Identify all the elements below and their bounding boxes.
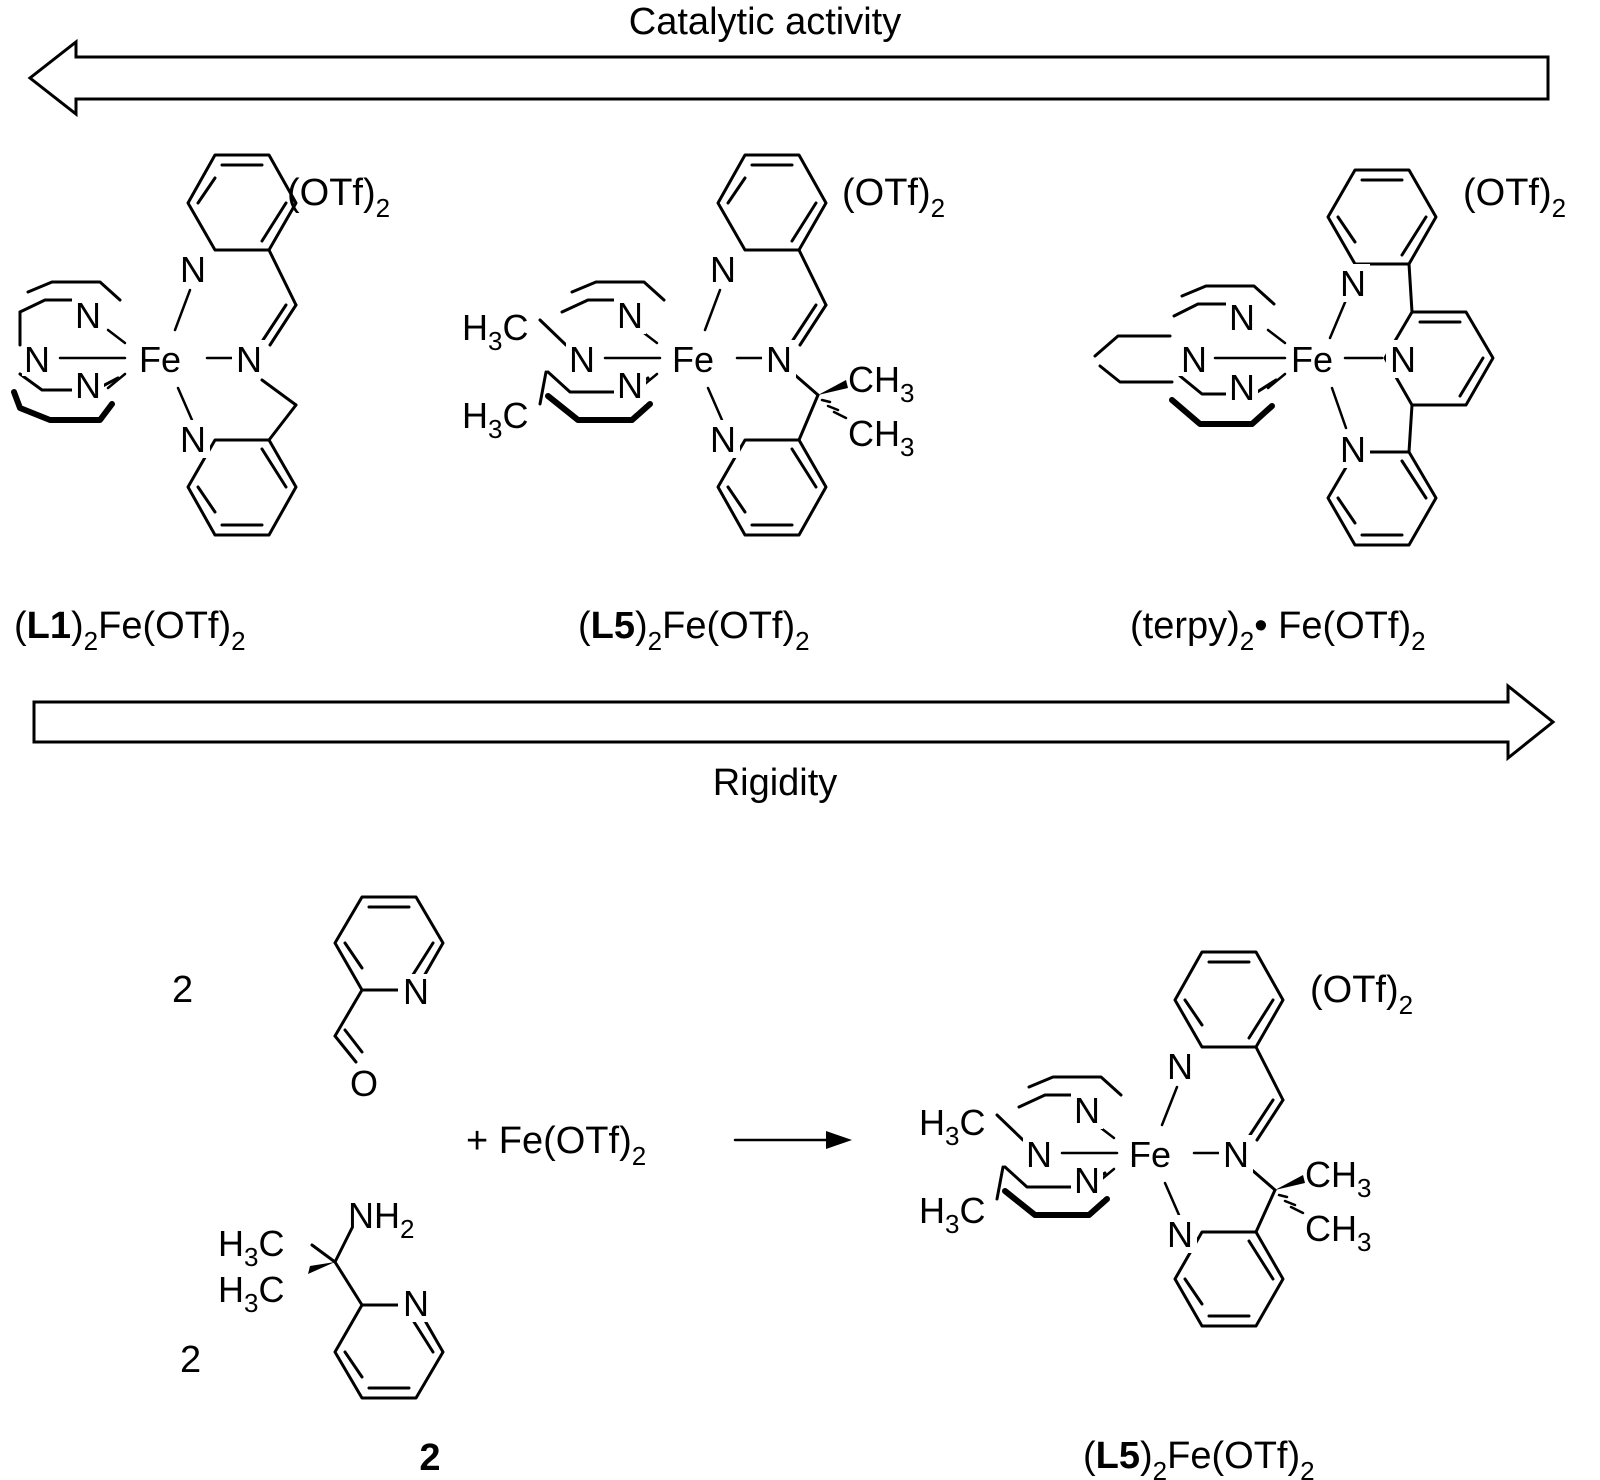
methyl-group-label: H3C — [218, 1269, 284, 1318]
compound-2-label: 2 — [419, 1437, 440, 1479]
reagent-fe-otf2: + Fe(OTf)2 — [466, 1120, 646, 1171]
methyl-group-label: CH3 — [1305, 1154, 1371, 1203]
rigidity-label: Rigidity — [713, 762, 838, 804]
atom-n: N — [403, 971, 429, 1012]
counter-ion-otf2: (OTf)2 — [287, 172, 390, 223]
complex-l5-structure: N N N Fe N N N H3C H3C CH3 CH3 (OTf)2 — [462, 153, 945, 537]
atom-n: N — [1074, 1090, 1100, 1131]
atom-n: N — [1229, 297, 1255, 338]
complex-l5-label: (L5)2Fe(OTf)2 — [578, 605, 810, 656]
catalytic-activity-arrow — [27, 38, 1550, 118]
atom-n: N — [403, 1283, 429, 1324]
atom-fe: Fe — [1291, 339, 1333, 380]
complex-l1-label: (L1)2Fe(OTf)2 — [14, 605, 246, 656]
atom-n: N — [180, 419, 206, 460]
atom-fe: Fe — [1129, 1134, 1171, 1175]
atom-n: N — [617, 295, 643, 336]
atom-fe: Fe — [139, 339, 181, 380]
atom-n: N — [1390, 339, 1416, 380]
complex-terpy-structure: N N N Fe N N N (OTf)2 — [1093, 168, 1566, 547]
reaction-arrowhead — [826, 1131, 852, 1149]
methyl-group-label: H3C — [462, 307, 528, 356]
atom-n: N — [617, 365, 643, 406]
counter-ion-otf2: (OTf)2 — [1310, 969, 1413, 1020]
atom-n: N — [710, 249, 736, 290]
amine-group-label: NH2 — [348, 1195, 414, 1244]
atom-n: N — [1340, 429, 1366, 470]
amine-2-structure: N NH2 H3C H3C — [218, 1195, 445, 1400]
atom-n: N — [1167, 1214, 1193, 1255]
atom-n: N — [1026, 1134, 1052, 1175]
counter-ion-otf2: (OTf)2 — [1463, 172, 1566, 223]
atom-n: N — [1181, 339, 1207, 380]
complex-l1-structure: N N N Fe N N N (OTf)2 — [11, 153, 390, 537]
methyl-group-label: H3C — [218, 1223, 284, 1272]
atom-n: N — [569, 339, 595, 380]
atom-n: N — [1223, 1134, 1249, 1175]
atom-n: N — [710, 419, 736, 460]
atom-n: N — [180, 249, 206, 290]
amine-coefficient: 2 — [180, 1339, 201, 1381]
methyl-group-label: H3C — [919, 1190, 985, 1239]
atom-n: N — [75, 295, 101, 336]
rigidity-arrow — [32, 682, 1556, 762]
atom-n: N — [236, 339, 262, 380]
atom-n: N — [1340, 263, 1366, 304]
pyridine-2-carbaldehyde-structure: N O — [333, 895, 445, 1104]
methyl-group-label: CH3 — [848, 413, 914, 462]
atom-n: N — [766, 339, 792, 380]
atom-n: N — [24, 339, 50, 380]
catalytic-activity-label: Catalytic activity — [629, 1, 901, 43]
atom-o: O — [350, 1063, 378, 1104]
atom-n: N — [1167, 1046, 1193, 1087]
atom-n: N — [75, 365, 101, 406]
methyl-group-label: CH3 — [848, 359, 914, 408]
atom-n: N — [1229, 367, 1255, 408]
methyl-group-label: H3C — [462, 395, 528, 444]
methyl-group-label: CH3 — [1305, 1208, 1371, 1257]
atom-n: N — [1074, 1160, 1100, 1201]
aldehyde-coefficient: 2 — [172, 969, 193, 1011]
product-l5-label: (L5)2Fe(OTf)2 — [1083, 1435, 1315, 1480]
complex-terpy-label: (terpy)2• Fe(OTf)2 — [1130, 605, 1426, 656]
atom-fe: Fe — [672, 339, 714, 380]
product-l5-structure: N N N Fe N N N H3C H3C CH3 CH3 (OTf)2 — [919, 950, 1413, 1328]
counter-ion-otf2: (OTf)2 — [842, 172, 945, 223]
methyl-group-label: H3C — [919, 1102, 985, 1151]
